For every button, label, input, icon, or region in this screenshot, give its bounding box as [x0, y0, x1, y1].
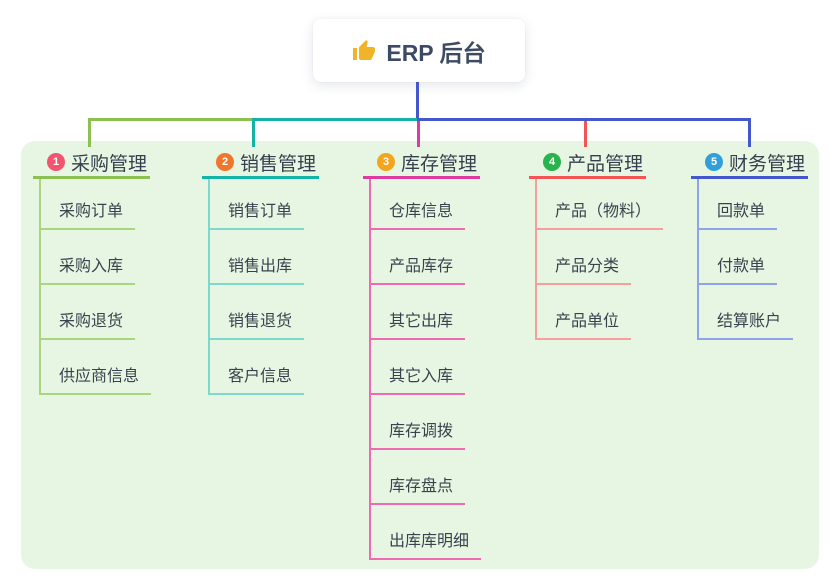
branch-node[interactable]: 4 产品管理 — [529, 148, 646, 179]
child-node[interactable]: 销售退货 — [210, 285, 305, 340]
branch-node[interactable]: 1 采购管理 — [33, 148, 150, 179]
child-node[interactable]: 产品分类 — [537, 230, 632, 285]
branch-children: 产品（物料）产品分类产品单位 — [535, 179, 664, 340]
branch-node[interactable]: 3 库存管理 — [363, 148, 480, 179]
child-node[interactable]: 回款单 — [699, 179, 778, 230]
child-node[interactable]: 产品（物料） — [537, 179, 664, 230]
branch-number-badge: 5 — [705, 153, 723, 171]
branch-number-badge: 4 — [543, 153, 561, 171]
child-node[interactable]: 出库库明细 — [371, 505, 482, 560]
child-node[interactable]: 供应商信息 — [41, 340, 152, 395]
child-node[interactable]: 库存盘点 — [371, 450, 466, 505]
root-connector-line — [416, 82, 419, 121]
branches-panel — [21, 141, 819, 569]
child-node[interactable]: 其它入库 — [371, 340, 466, 395]
child-node[interactable]: 仓库信息 — [371, 179, 466, 230]
branch-label: 销售管理 — [240, 153, 317, 175]
branch-label: 采购管理 — [71, 153, 148, 175]
branch-label: 产品管理 — [567, 153, 644, 175]
child-node[interactable]: 产品单位 — [537, 285, 632, 340]
branch-node[interactable]: 5 财务管理 — [691, 148, 808, 179]
root-node[interactable]: ERP 后台 — [313, 19, 525, 82]
child-node[interactable]: 采购退货 — [41, 285, 136, 340]
branch-drop-line — [584, 121, 587, 147]
branch-number-badge: 1 — [47, 153, 65, 171]
bus-line-green — [88, 118, 252, 121]
child-node[interactable]: 销售出库 — [210, 230, 305, 285]
bus-line-blue — [417, 118, 751, 121]
branch-children: 回款单付款单结算账户 — [697, 179, 794, 340]
branch-children: 仓库信息产品库存其它出库其它入库库存调拨库存盘点出库库明细 — [369, 179, 482, 560]
child-node[interactable]: 付款单 — [699, 230, 778, 285]
child-node[interactable]: 产品库存 — [371, 230, 466, 285]
branch-drop-line — [88, 121, 91, 147]
child-node[interactable]: 客户信息 — [210, 340, 305, 395]
branch-children: 销售订单销售出库销售退货客户信息 — [208, 179, 305, 395]
branch-children: 采购订单采购入库采购退货供应商信息 — [39, 179, 152, 395]
child-node[interactable]: 其它出库 — [371, 285, 466, 340]
child-node[interactable]: 结算账户 — [699, 285, 794, 340]
root-title: ERP 后台 — [386, 39, 486, 66]
branch-drop-line — [252, 121, 255, 147]
branch-number-badge: 3 — [377, 153, 395, 171]
branch-label: 财务管理 — [729, 153, 806, 175]
child-node[interactable]: 库存调拨 — [371, 395, 466, 450]
branch-drop-line — [748, 121, 751, 147]
branch-label: 库存管理 — [401, 153, 478, 175]
branch-node[interactable]: 2 销售管理 — [202, 148, 319, 179]
child-node[interactable]: 采购订单 — [41, 179, 136, 230]
bus-line-teal — [252, 118, 417, 121]
branch-drop-line — [417, 121, 420, 147]
child-node[interactable]: 销售订单 — [210, 179, 305, 230]
child-node[interactable]: 采购入库 — [41, 230, 136, 285]
thumbs-up-icon — [353, 39, 376, 60]
branch-number-badge: 2 — [216, 153, 234, 171]
